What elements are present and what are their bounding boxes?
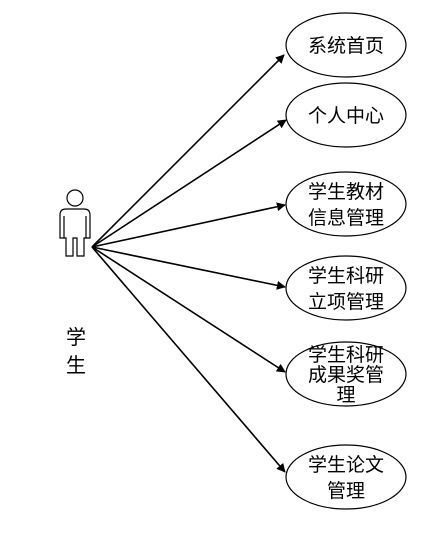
actor-body [59,208,91,257]
use-case-label: 管理 [327,480,365,502]
actor-head [66,189,84,207]
use-case-ellipse [285,444,407,510]
use-case-label: 个人中心 [308,105,384,127]
use-case-label: 学生教材 [308,181,384,203]
use-case-home: 系统首页 [285,12,407,78]
use-case-label: 立项管理 [308,291,384,313]
use-case-label: 系统首页 [308,35,384,57]
actor-label-line1: 学 [66,325,86,349]
association-arrow-project [91,246,286,290]
association-arrows [91,54,287,473]
use-case-ellipse [285,255,407,321]
use-case-ellipse [285,12,407,78]
use-case-personal: 个人中心 [285,82,407,148]
association-arrow-home [91,54,285,248]
use-case-ellipse [285,82,407,148]
association-arrow-award [91,246,286,373]
use-case-label: 学生论文 [308,454,384,476]
use-case-label: 信息管理 [308,207,384,229]
association-arrow-personal [91,119,287,248]
actor-figure [59,189,91,257]
use-case-label: 学生科研 [308,265,384,287]
association-arrow-textbook [91,202,286,248]
use-case-label: 理 [336,384,355,406]
use-case-label: 成果奖管 [308,364,384,386]
use-case-label: 学生科研 [308,344,384,366]
actor-label-line2: 生 [66,353,86,377]
use-case-ellipse [285,171,407,237]
association-arrow-paper [91,246,286,473]
use-case-ellipse [285,341,407,407]
